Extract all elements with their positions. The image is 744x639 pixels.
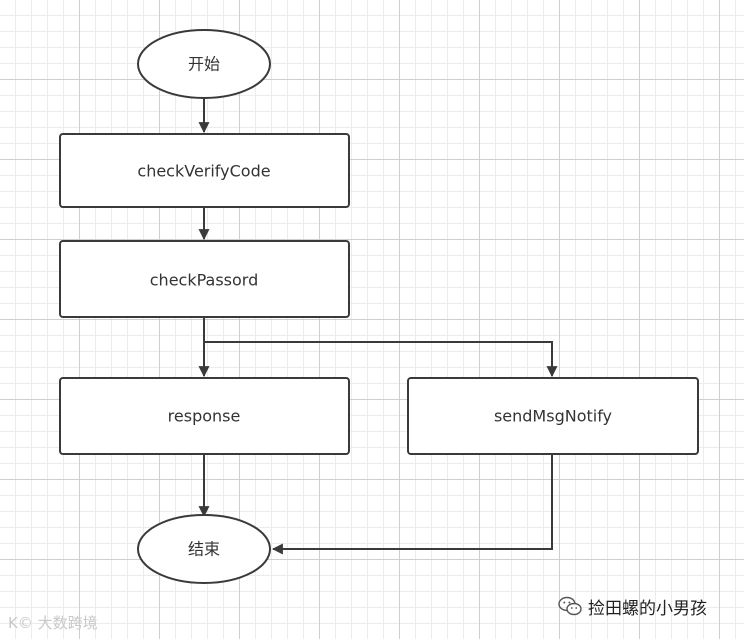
wechat-icon [558, 596, 582, 616]
sendmsgnotify-label: sendMsgNotify [494, 407, 612, 426]
checkpassword-label: checkPassord [150, 271, 259, 290]
checkpassword-node: checkPassord [59, 240, 350, 318]
checkverifycode-label: checkVerifyCode [137, 162, 270, 181]
response-label: response [168, 407, 241, 426]
response-node: response [59, 377, 350, 455]
watermark-right-text: 捡田螺的小男孩 [588, 598, 707, 619]
edge-sendmsgnotify-to-end [271, 455, 553, 555]
checkpassword-box [59, 240, 350, 318]
sendmsgnotify-box [407, 377, 699, 455]
watermark-left: K© 大数跨境 [8, 612, 98, 633]
response-box [59, 377, 350, 455]
end-label: 结束 [188, 540, 220, 559]
checkverifycode-box [59, 133, 350, 208]
start-ellipse [137, 29, 271, 99]
checkverifycode-node: checkVerifyCode [59, 133, 350, 208]
start-node: 开始 [137, 29, 271, 99]
end-ellipse [137, 514, 271, 584]
watermark-left-text: 大数跨境 [37, 614, 98, 632]
end-node: 结束 [137, 514, 271, 584]
start-label: 开始 [188, 55, 220, 74]
watermark-right: 捡田螺的小男孩 [558, 594, 707, 619]
sendmsgnotify-node: sendMsgNotify [407, 377, 699, 455]
edge-checkpassword-to-sendmsgnotify [204, 341, 558, 378]
kc-logo-icon: K© [8, 614, 33, 632]
